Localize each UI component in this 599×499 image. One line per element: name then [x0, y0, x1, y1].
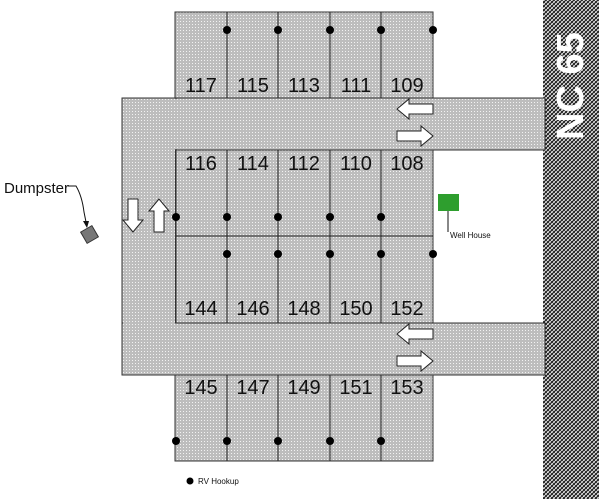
site-block-bottom: [174, 374, 434, 462]
rv-hookup-icon: [172, 437, 180, 445]
rv-hookup-icon: [223, 437, 231, 445]
arrow-right-icon: [396, 349, 434, 373]
rv-hookup-icon: [223, 26, 231, 34]
site-145[interactable]: 145: [184, 377, 217, 399]
rv-hookup-icon: [186, 477, 194, 485]
site-numbers-upper-middle: 116 114 112 110 108: [185, 153, 424, 175]
rv-hookup-icon: [326, 437, 334, 445]
site-113[interactable]: 113: [288, 75, 320, 97]
rv-hookup-icon: [377, 250, 385, 258]
dumpster: Dumpster: [4, 180, 100, 245]
arrow-up-icon: [147, 198, 171, 233]
site-numbers-lower-middle: 144 146 148 150 152: [184, 298, 423, 320]
site-153[interactable]: 153: [390, 377, 423, 399]
rv-hookup-icon: [429, 26, 437, 34]
legend: RV Hookup: [186, 477, 239, 486]
site-147[interactable]: 147: [236, 377, 269, 399]
rv-hookup-icon: [377, 213, 385, 221]
traffic-arrows: [121, 97, 434, 373]
rv-hookup-icon: [326, 26, 334, 34]
rv-hookup-icon: [377, 437, 385, 445]
site-numbers-top: 117 115 113 111 109: [185, 75, 424, 97]
highway-nc65: [543, 0, 599, 499]
site-110[interactable]: 110: [340, 153, 372, 175]
site-dividers: [226, 12, 382, 461]
site-152[interactable]: 152: [390, 298, 423, 320]
arrow-right-icon: [396, 124, 434, 148]
site-108[interactable]: 108: [390, 153, 423, 175]
dumpster-label: Dumpster: [4, 180, 69, 197]
site-111[interactable]: 111: [341, 75, 371, 97]
site-116[interactable]: 116: [185, 153, 217, 175]
rv-hookup-icon: [326, 213, 334, 221]
rv-hookup-icon: [223, 250, 231, 258]
site-149[interactable]: 149: [287, 377, 320, 399]
rv-hookup-icon: [274, 213, 282, 221]
site-block-top: [174, 11, 434, 100]
site-114[interactable]: 114: [237, 153, 269, 175]
well-house-label: Well House: [450, 231, 491, 240]
site-144[interactable]: 144: [184, 298, 217, 320]
highway-label: NC 65: [550, 32, 592, 140]
site-numbers-bottom: 145 147 149 151 153: [184, 377, 423, 399]
rv-hookup-icon: [223, 213, 231, 221]
site-150[interactable]: 150: [339, 298, 372, 320]
rv-hookup-icon: [326, 250, 334, 258]
dumpster-icon: [79, 224, 100, 245]
site-146[interactable]: 146: [236, 298, 269, 320]
site-112[interactable]: 112: [288, 153, 320, 175]
arrow-left-icon: [396, 97, 434, 121]
rv-hookup-icon: [274, 250, 282, 258]
dumpster-pointer: [68, 185, 87, 223]
rv-hookups: [172, 26, 437, 445]
site-109[interactable]: 109: [390, 75, 423, 97]
rv-hookup-icon: [377, 26, 385, 34]
rv-hookup-icon: [172, 213, 180, 221]
site-115[interactable]: 115: [237, 75, 269, 97]
rv-hookup-icon: [274, 26, 282, 34]
well-house-icon: [438, 194, 459, 211]
rv-hookup-icon: [274, 437, 282, 445]
arrow-down-icon: [121, 198, 145, 233]
site-148[interactable]: 148: [287, 298, 320, 320]
site-151[interactable]: 151: [339, 377, 372, 399]
well-house: Well House: [438, 194, 491, 240]
site-block-center: [174, 149, 434, 325]
rv-hookup-icon: [429, 250, 437, 258]
site-117[interactable]: 117: [185, 75, 217, 97]
arrow-left-icon: [396, 322, 434, 346]
legend-rv-hookup-label: RV Hookup: [198, 477, 239, 486]
